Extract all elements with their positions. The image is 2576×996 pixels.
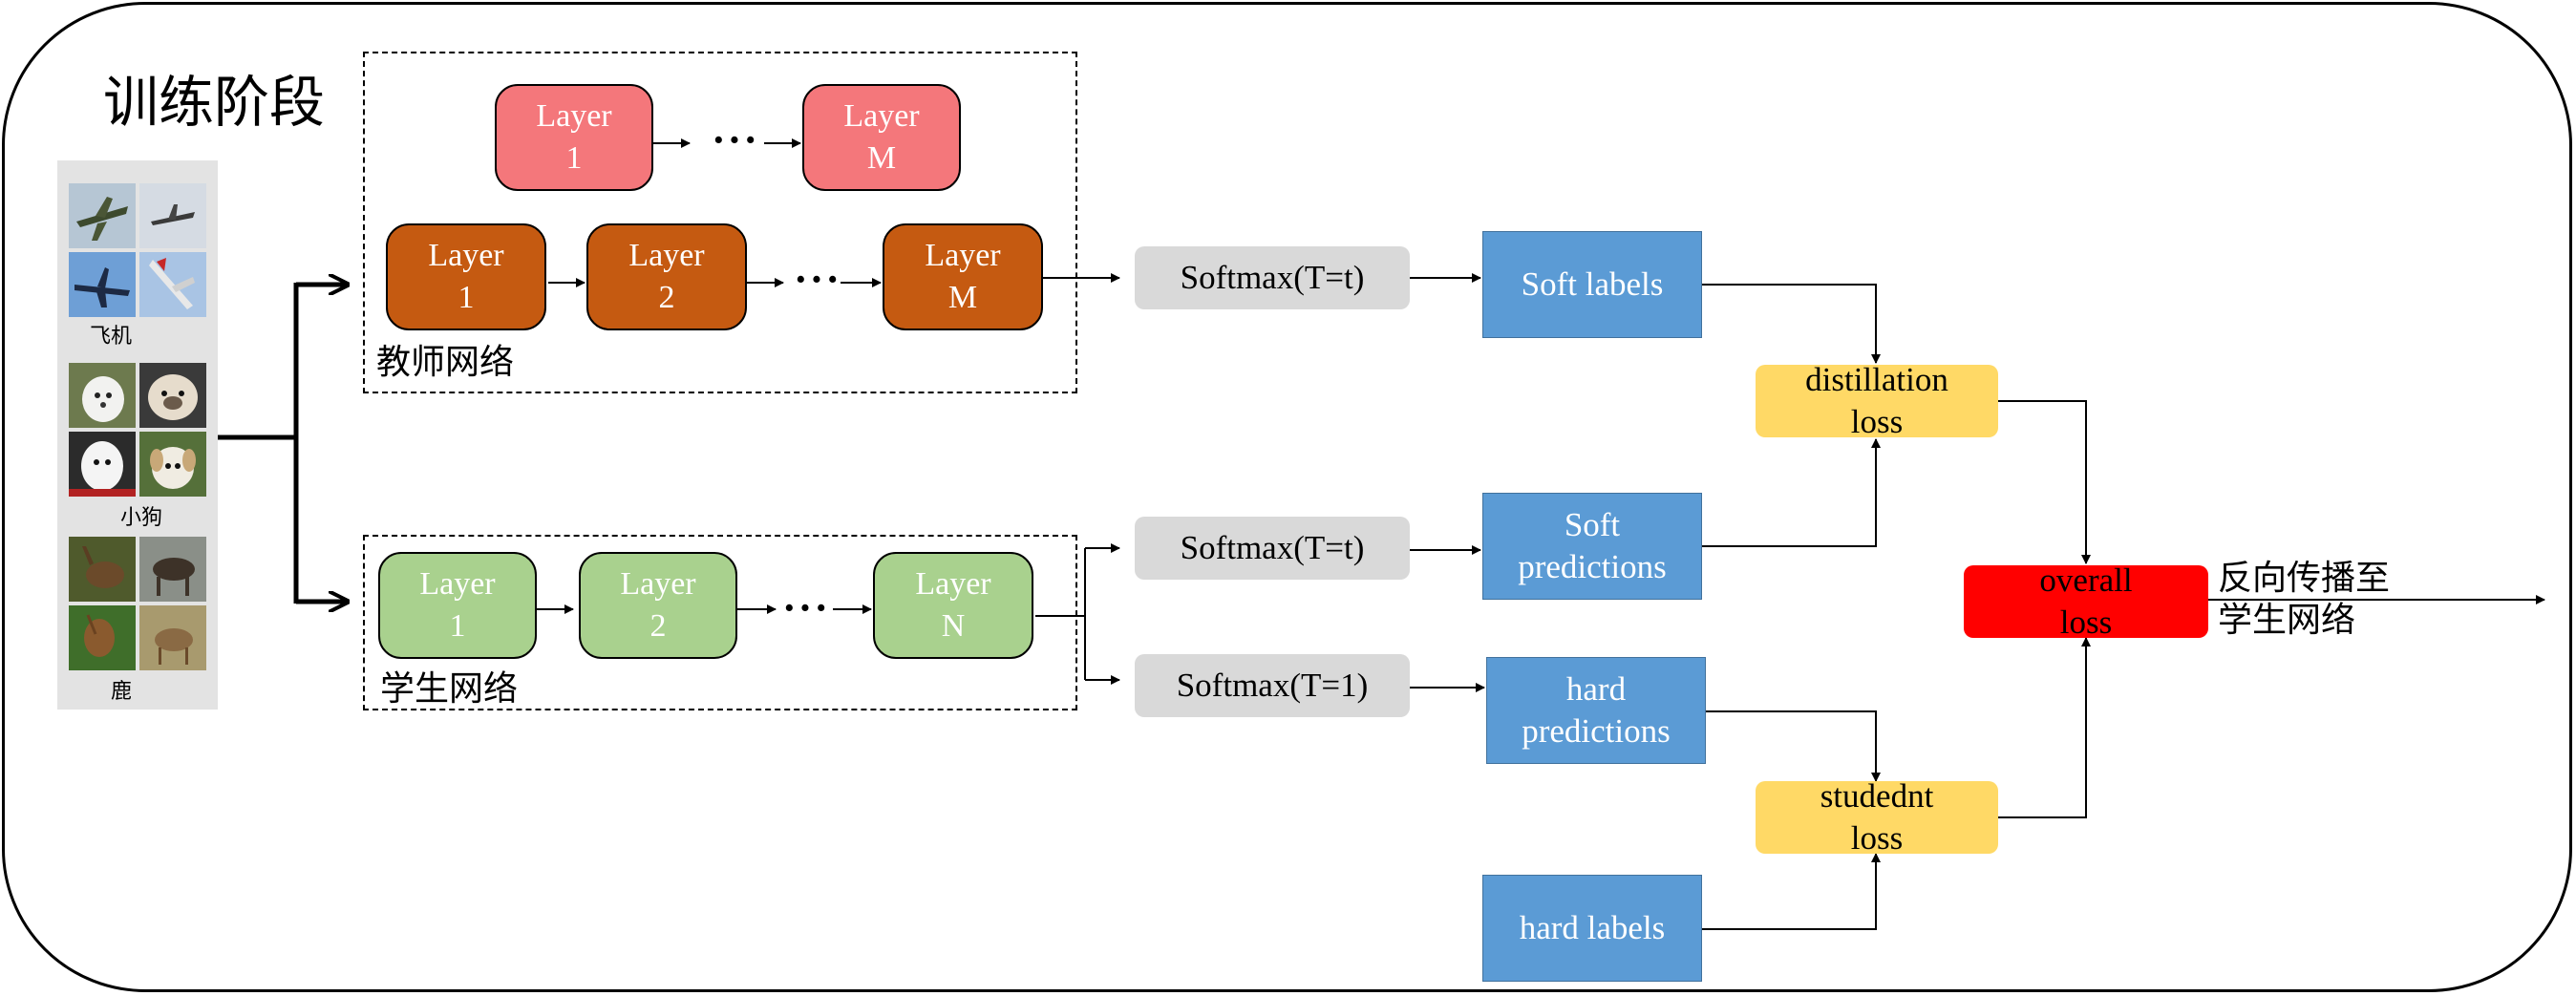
overall-loss-line2: loss: [2059, 604, 2113, 641]
teacher-top-layer-1: Layer 1: [495, 84, 653, 191]
airplane-image-2: [139, 183, 206, 248]
group-label-dog: 小狗: [120, 506, 163, 530]
hard-labels-box: hard labels: [1482, 875, 1702, 982]
dog-image-1: [69, 363, 136, 428]
dog-image-4: [139, 432, 206, 497]
soft-predictions-box: Soft predictions: [1482, 493, 1702, 600]
airplane-image-1: [69, 183, 136, 248]
backprop-label: 反向传播至 学生网络: [2218, 558, 2390, 642]
layer-name: Layer: [419, 566, 496, 602]
soft-predictions-line2: predictions: [1518, 548, 1667, 585]
teacher-layer-2: Layer 2: [586, 223, 747, 330]
teacher-network-label: 教师网络: [376, 343, 515, 382]
layer-index: M: [947, 280, 978, 315]
backprop-line2: 学生网络: [2218, 601, 2356, 640]
teacher-top-ellipsis: ···: [711, 116, 760, 163]
softmax-student-soft: Softmax(T=t): [1135, 517, 1410, 580]
layer-name: Layer: [628, 238, 705, 273]
student-loss-box: studednt loss: [1756, 777, 1998, 857]
layer-index: N: [941, 608, 966, 644]
student-network-group: [363, 535, 1077, 710]
deer-image-2: [139, 537, 206, 602]
student-ellipsis: ···: [781, 583, 831, 631]
distillation-loss-box: distillation loss: [1756, 361, 1998, 440]
layer-name: Layer: [428, 238, 504, 273]
layer-index: 1: [458, 280, 475, 315]
soft-labels-box: Soft labels: [1482, 231, 1702, 338]
layer-name: Layer: [536, 98, 612, 134]
soft-predictions-line1: Soft: [1564, 506, 1621, 543]
layer-index: M: [866, 140, 897, 176]
student-loss-line1: studednt: [1820, 777, 1934, 815]
airplane-image-4: [139, 252, 206, 317]
teacher-network-group: [363, 52, 1077, 393]
teacher-layer-1: Layer 1: [386, 223, 546, 330]
page-title: 训练阶段: [103, 70, 326, 135]
teacher-ellipsis: ···: [793, 255, 842, 303]
layer-name: Layer: [843, 98, 920, 134]
teacher-layer-m: Layer M: [883, 223, 1043, 330]
deer-image-1: [69, 537, 136, 602]
layer-index: 2: [658, 280, 675, 315]
backprop-line1: 反向传播至: [2218, 559, 2391, 598]
overall-loss-line1: overall: [2039, 562, 2133, 599]
layer-index: 2: [649, 608, 667, 644]
student-layer-2: Layer 2: [579, 552, 737, 659]
student-network-label: 学生网络: [380, 669, 519, 709]
softmax-student-hard: Softmax(T=1): [1135, 654, 1410, 717]
group-label-airplane: 飞机: [90, 325, 133, 349]
softmax-teacher: Softmax(T=t): [1135, 246, 1410, 309]
layer-name: Layer: [925, 238, 1001, 273]
hard-predictions-box: hard predictions: [1486, 657, 1706, 764]
dataset-panel: 飞机 小狗 鹿: [57, 160, 218, 710]
hard-predictions-line1: hard: [1565, 670, 1627, 708]
dog-image-3: [69, 432, 136, 497]
deer-image-3: [69, 605, 136, 670]
airplane-image-3: [69, 252, 136, 317]
deer-image-4: [139, 605, 206, 670]
student-layer-1: Layer 1: [378, 552, 537, 659]
layer-name: Layer: [915, 566, 991, 602]
layer-index: 1: [565, 140, 583, 176]
teacher-top-layer-m: Layer M: [802, 84, 961, 191]
distillation-loss-line2: loss: [1850, 403, 1904, 440]
dog-image-2: [139, 363, 206, 428]
student-layer-n: Layer N: [873, 552, 1033, 659]
student-loss-line2: loss: [1850, 819, 1904, 857]
distillation-loss-line1: distillation: [1805, 361, 1948, 398]
overall-loss-box: overall loss: [1964, 562, 2208, 641]
layer-name: Layer: [620, 566, 696, 602]
hard-predictions-line2: predictions: [1522, 712, 1671, 750]
layer-index: 1: [449, 608, 466, 644]
group-label-deer: 鹿: [111, 680, 133, 704]
